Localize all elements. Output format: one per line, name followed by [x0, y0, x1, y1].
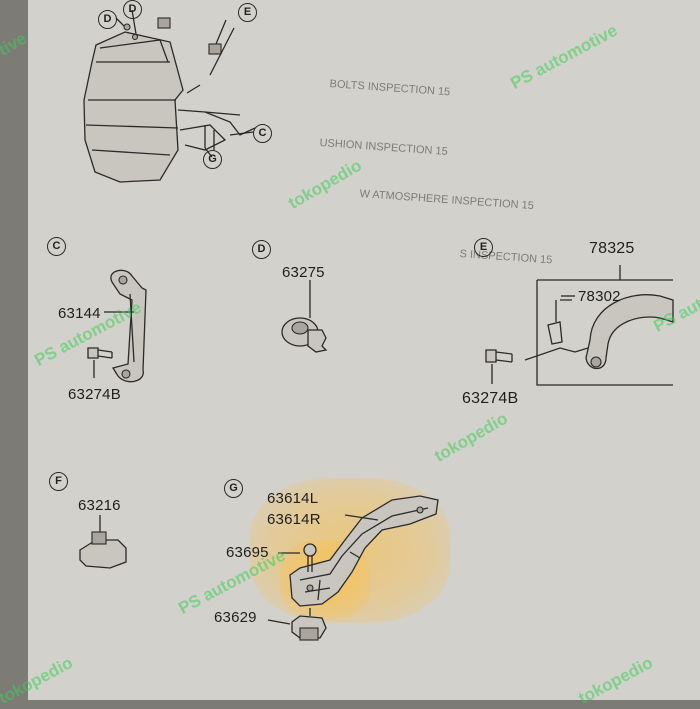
part-63216: 63216 [78, 497, 121, 514]
part-63274b-c: 63274B [68, 386, 121, 403]
part-63275: 63275 [282, 264, 325, 281]
clip-63275 [281, 280, 328, 353]
callout-c: C [47, 237, 66, 256]
part-63614l: 63614L [267, 490, 319, 507]
callout-e: E [474, 238, 493, 257]
assist-grip-78325 [485, 265, 674, 386]
callout-top-d-2: D [123, 0, 142, 19]
clip-63216 [79, 515, 127, 569]
part-63695: 63695 [226, 544, 269, 561]
part-78302: 78302 [578, 288, 621, 305]
callout-d: D [252, 240, 271, 259]
callout-top-d-1: D [98, 10, 117, 29]
part-63614r: 63614R [267, 511, 321, 528]
truck-cab-drawing [83, 9, 256, 183]
callout-g: G [224, 479, 243, 498]
bracket-63614 [267, 495, 439, 641]
part-63629: 63629 [214, 609, 257, 626]
part-78325: 78325 [589, 240, 635, 257]
part-63144: 63144 [58, 305, 101, 322]
callout-top-e: E [238, 3, 257, 22]
callout-top-g: G [203, 150, 222, 169]
callout-top-c: C [253, 124, 272, 143]
callout-f: F [49, 472, 68, 491]
grip-handle-63144 [87, 269, 147, 383]
part-63274b-e: 63274B [462, 390, 519, 407]
